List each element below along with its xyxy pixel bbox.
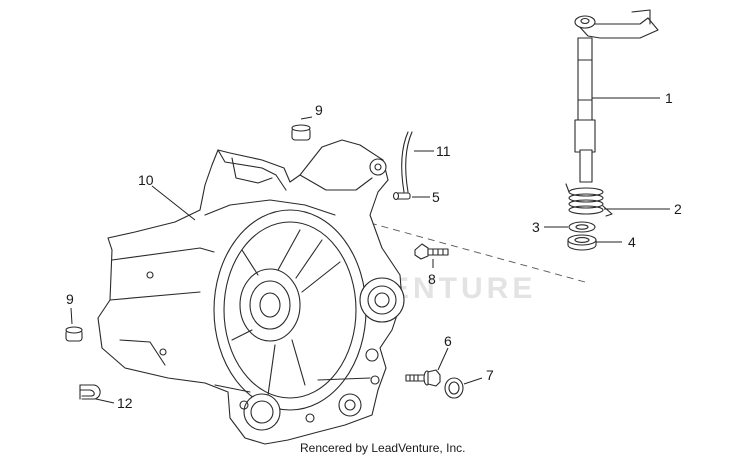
callout-4: 4: [628, 234, 636, 250]
crankcase-half[interactable]: [97, 139, 405, 445]
callout-3: 3: [532, 219, 540, 235]
callout-10: 10: [138, 172, 154, 188]
callout-5: 5: [432, 189, 440, 205]
leader-lines: [70, 97, 670, 404]
bolt-upper[interactable]: [414, 243, 449, 260]
sealing-washer[interactable]: [444, 377, 464, 399]
callout-9-upper: 9: [315, 102, 323, 118]
hose-clamp[interactable]: [79, 384, 101, 400]
callout-12: 12: [117, 395, 133, 411]
torsion-spring[interactable]: [565, 183, 613, 217]
thin-washer[interactable]: [568, 221, 596, 233]
callout-8: 8: [428, 271, 436, 287]
render-credit: Rencered by LeadVenture, Inc.: [300, 441, 465, 455]
flange-bolt[interactable]: [405, 369, 441, 387]
thick-washer[interactable]: [567, 234, 597, 251]
kick-shaft-lever[interactable]: [574, 9, 659, 183]
dowel-bush-upper[interactable]: [291, 124, 311, 141]
dowel-bush-lower[interactable]: [65, 326, 83, 342]
callout-labels: 1 2 3 4 5 6 7 8 9 9 10 11 12: [66, 90, 682, 411]
callout-11: 11: [436, 143, 451, 159]
breather-pipe[interactable]: [401, 131, 413, 193]
callout-1: 1: [665, 90, 673, 106]
callout-9-lower: 9: [66, 291, 74, 307]
callout-6: 6: [444, 333, 452, 349]
callout-7: 7: [486, 367, 494, 383]
callout-2: 2: [674, 201, 682, 217]
pin[interactable]: [392, 191, 411, 201]
